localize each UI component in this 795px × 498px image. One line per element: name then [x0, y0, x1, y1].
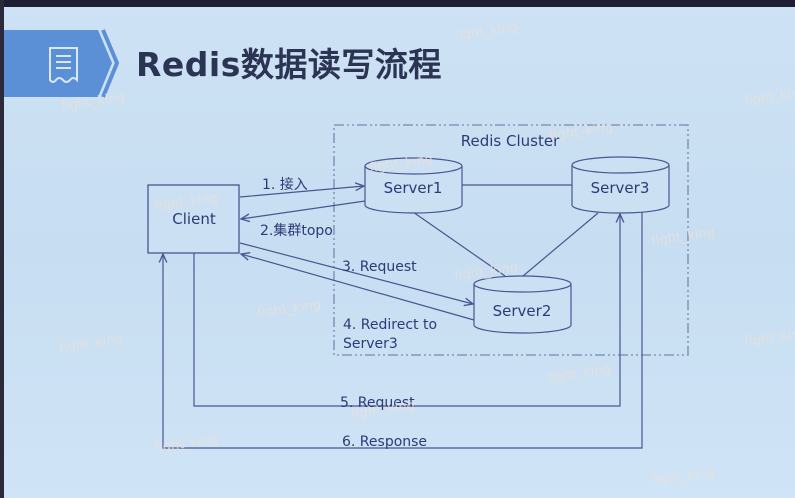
- step2-label: 2.集群topo: [260, 222, 333, 239]
- watermark-text: fight_king: [650, 225, 715, 249]
- client-label: Client: [172, 210, 216, 228]
- server2-label: Server2: [493, 302, 552, 320]
- step1-label: 1. 接入: [262, 176, 308, 193]
- client-node: Client: [147, 184, 240, 254]
- banner-chevron: [101, 29, 120, 98]
- redis-cluster-boundary: [333, 124, 689, 356]
- step3-label: 3. Request: [342, 259, 417, 275]
- watermark-text: fight_king: [743, 326, 795, 350]
- receipt-list-icon: [49, 47, 78, 83]
- link-server3-server2: [522, 212, 599, 277]
- server3-label: Server3: [591, 179, 650, 197]
- watermark-text: fight_king: [546, 362, 611, 386]
- cluster-label: Redis Cluster: [461, 132, 560, 150]
- arrow-step2-topology: [241, 200, 366, 219]
- step5-label: 5. Request: [340, 395, 415, 411]
- step4-label-line2: Server3: [343, 336, 398, 352]
- link-server1-server2: [412, 211, 506, 277]
- step4-label: 4. Redirect to: [343, 317, 437, 333]
- watermark-text: fight_king: [650, 465, 715, 489]
- arrow-step5-request: [193, 214, 620, 407]
- arrow-step3-request: [239, 242, 473, 304]
- arrow-step1-connect: [239, 186, 364, 198]
- watermark-text: fight_king: [256, 297, 321, 321]
- watermark-text: fight_king: [548, 120, 613, 144]
- step6-label: 6. Response: [342, 434, 427, 450]
- server2-node: Server2: [473, 275, 572, 334]
- arrow-step4-redirect: [241, 254, 475, 321]
- watermarks: fight_king fight_king fight_king fight_k…: [58, 20, 795, 489]
- window-top-bar: [0, 0, 795, 7]
- server1-label: Server1: [384, 179, 443, 197]
- server1-node: Server1: [364, 157, 463, 214]
- header-banner: [4, 29, 120, 98]
- slide-title: Redis数据读写流程: [136, 45, 442, 84]
- banner-shape: [4, 30, 112, 97]
- window-left-edge: [0, 0, 4, 498]
- server3-node: Server3: [571, 156, 670, 214]
- arrow-step6-response: [163, 212, 643, 449]
- watermark-text: fight_king: [58, 332, 123, 356]
- watermark-text: fight_king: [743, 85, 795, 109]
- watermark-text: fight_king: [453, 20, 518, 44]
